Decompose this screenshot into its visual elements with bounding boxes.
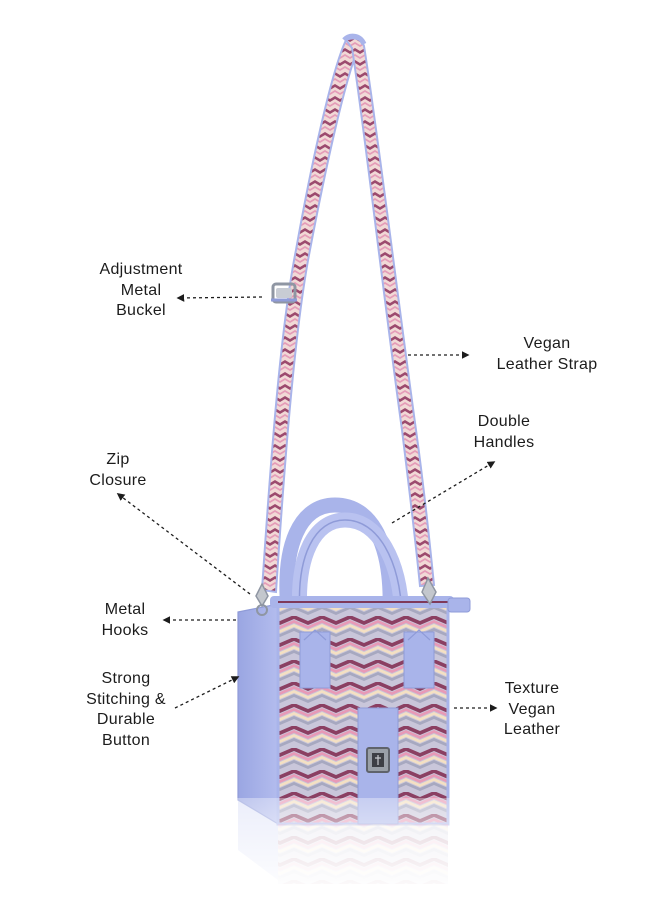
callout-stitching-button: Strong Stitching & Durable Button <box>86 670 166 749</box>
durable-button <box>366 747 390 773</box>
bag-side-panel <box>237 603 279 826</box>
callout-texture-leather: Texture Vegan Leather <box>503 680 561 738</box>
callout-arrows <box>116 294 498 712</box>
double-handles <box>279 497 410 624</box>
arrow-zip-closure <box>116 493 251 595</box>
callout-metal-hooks: Metal Hooks <box>101 601 149 639</box>
adjustment-buckle <box>271 282 297 304</box>
callout-adjustment-buckle: Adjustment Metal Buckel <box>99 261 183 319</box>
callout-zip-closure: Zip Closure <box>89 451 147 489</box>
callout-vegan-strap: Vegan Leather Strap <box>496 335 598 373</box>
arrow-double-handles <box>391 461 496 524</box>
callout-double-handles: Double Handles <box>473 413 535 451</box>
metal-hooks <box>255 576 471 616</box>
floor-reflection <box>230 798 460 900</box>
arrow-stitching-button <box>174 676 240 709</box>
shoulder-strap <box>260 33 436 594</box>
bag-front <box>270 596 454 826</box>
arrow-adjustment-buckle <box>176 294 263 302</box>
